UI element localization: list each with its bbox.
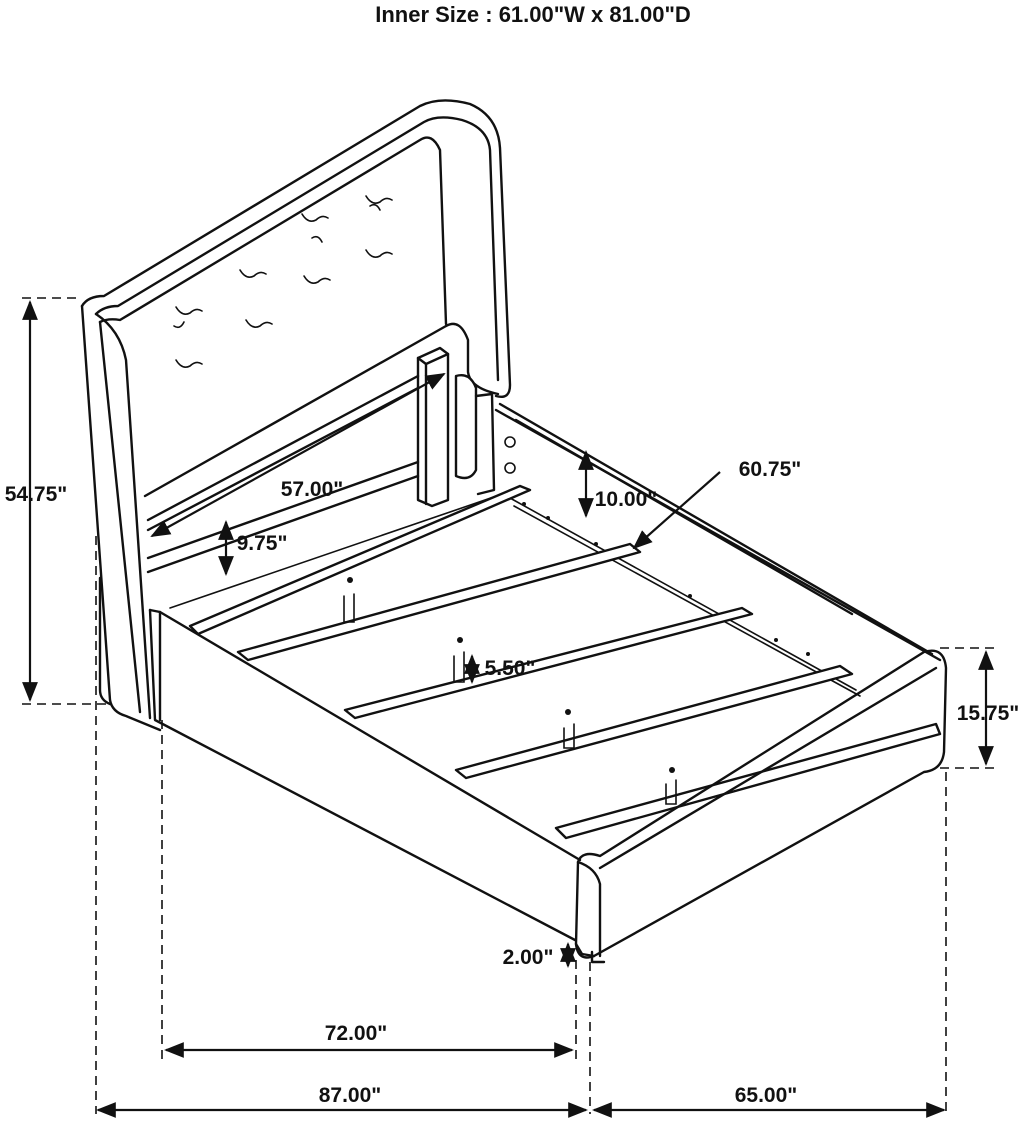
- bed-outline: [80, 99, 948, 964]
- headboard-height-label: 54.75": [5, 483, 68, 506]
- slats: [188, 484, 942, 840]
- corner-post: [146, 346, 516, 574]
- rail-height-back-label: 9.75": [237, 532, 288, 555]
- left-side-rail: [148, 608, 582, 942]
- tufting: [173, 195, 393, 368]
- inner-length-label: 72.00": [325, 1022, 388, 1045]
- footboard: [574, 649, 948, 964]
- inner-size-title: Inner Size : 61.00"W x 81.00"D: [375, 2, 691, 27]
- right-side-rail: [494, 402, 942, 662]
- clearance-label: 2.00": [503, 946, 554, 969]
- headboard-width-label: 57.00": [281, 478, 344, 501]
- overall-width-label: 65.00": [735, 1084, 798, 1107]
- slat-width-label: 60.75": [739, 458, 802, 481]
- side-rail-height-label: 10.00": [595, 488, 658, 511]
- rail-holes: [522, 502, 810, 656]
- dimension-lines: [22, 297, 998, 1118]
- support-leg-height-label: 5.50": [485, 657, 536, 680]
- overall-length-label: 87.00": [319, 1084, 382, 1107]
- footboard-height-label: 15.75": [957, 702, 1020, 725]
